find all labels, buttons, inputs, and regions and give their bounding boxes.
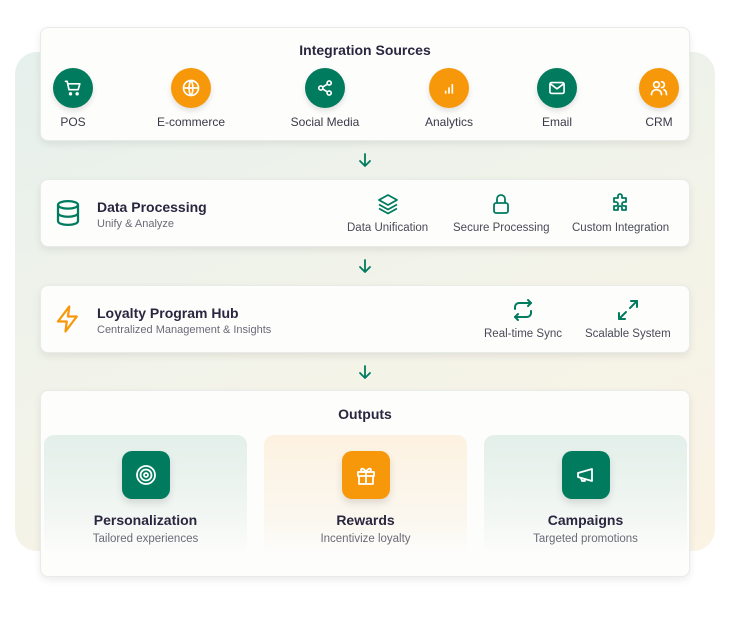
arrow-down-icon: [359, 259, 371, 273]
outputs-title: Outputs: [338, 406, 392, 422]
layers-icon: [377, 194, 398, 215]
output-personalization[interactable]: Personalization Tailored experiences: [44, 435, 247, 555]
feature-data-unification: Data Unification: [347, 192, 428, 234]
expand-icon: [617, 300, 638, 320]
source-email[interactable]: Email: [507, 68, 607, 129]
data-processing-subtitle: Unify & Analyze: [97, 218, 175, 230]
feature-secure-processing: Secure Processing: [453, 192, 550, 234]
feature-label: Data Unification: [347, 222, 429, 234]
share-icon: [305, 68, 345, 108]
source-label: POS: [60, 115, 86, 129]
feature-label: Custom Integration: [572, 222, 670, 234]
source-social-media[interactable]: Social Media: [275, 68, 375, 129]
lightning-icon: [56, 305, 78, 333]
integration-sources-title: Integration Sources: [299, 42, 431, 58]
feature-scalable-system: Scalable System: [585, 298, 671, 340]
output-campaigns[interactable]: Campaigns Targeted promotions: [484, 435, 687, 555]
source-label: E-commerce: [156, 115, 225, 129]
loyalty-hub-subtitle: Centralized Management & Insights: [97, 324, 272, 336]
data-processing-title: Data Processing: [97, 199, 207, 215]
source-label: CRM: [645, 115, 673, 129]
source-ecommerce[interactable]: E-commerce: [141, 68, 241, 129]
outputs-card: Outputs Personalization Tailored experie…: [40, 390, 690, 577]
output-title: Rewards: [336, 512, 395, 528]
repeat-icon: [513, 299, 532, 321]
data-processing-card: Data Processing Unify & Analyze Data Uni…: [40, 179, 690, 247]
output-subtitle: Incentivize loyalty: [320, 533, 411, 545]
output-subtitle: Targeted promotions: [533, 533, 638, 545]
feature-label: Secure Processing: [453, 222, 550, 234]
gift-icon: [341, 451, 390, 499]
output-title: Personalization: [93, 512, 198, 528]
feature-realtime-sync: Real-time Sync: [484, 298, 562, 340]
feature-custom-integration: Custom Integration: [572, 192, 669, 234]
globe-icon: [171, 68, 211, 108]
source-analytics[interactable]: Analytics: [399, 68, 499, 129]
source-label: Social Media: [290, 115, 360, 129]
loyalty-hub-title: Loyalty Program Hub: [97, 305, 239, 321]
megaphone-icon: [561, 451, 610, 499]
feature-label: Scalable System: [585, 328, 671, 340]
bar-chart-icon: [429, 68, 469, 108]
feature-label: Real-time Sync: [484, 328, 562, 340]
output-rewards[interactable]: Rewards Incentivize loyalty: [264, 435, 467, 555]
target-icon: [121, 451, 170, 499]
puzzle-icon: [612, 193, 627, 211]
integration-sources-card: Integration Sources POS E-commerce Socia…: [40, 27, 690, 141]
output-subtitle: Tailored experiences: [92, 533, 199, 545]
source-crm[interactable]: CRM: [609, 68, 709, 129]
lock-icon: [493, 194, 510, 214]
users-icon: [639, 68, 679, 108]
arrow-down-icon: [359, 365, 371, 379]
source-label: Analytics: [424, 115, 474, 129]
source-pos[interactable]: POS: [23, 68, 123, 129]
mail-icon: [537, 68, 577, 108]
loyalty-hub-card: Loyalty Program Hub Centralized Manageme…: [40, 285, 690, 353]
database-icon: [56, 200, 80, 227]
shopping-cart-icon: [53, 68, 93, 108]
source-label: Email: [541, 115, 572, 129]
arrow-down-icon: [359, 153, 371, 167]
output-title: Campaigns: [547, 512, 624, 528]
